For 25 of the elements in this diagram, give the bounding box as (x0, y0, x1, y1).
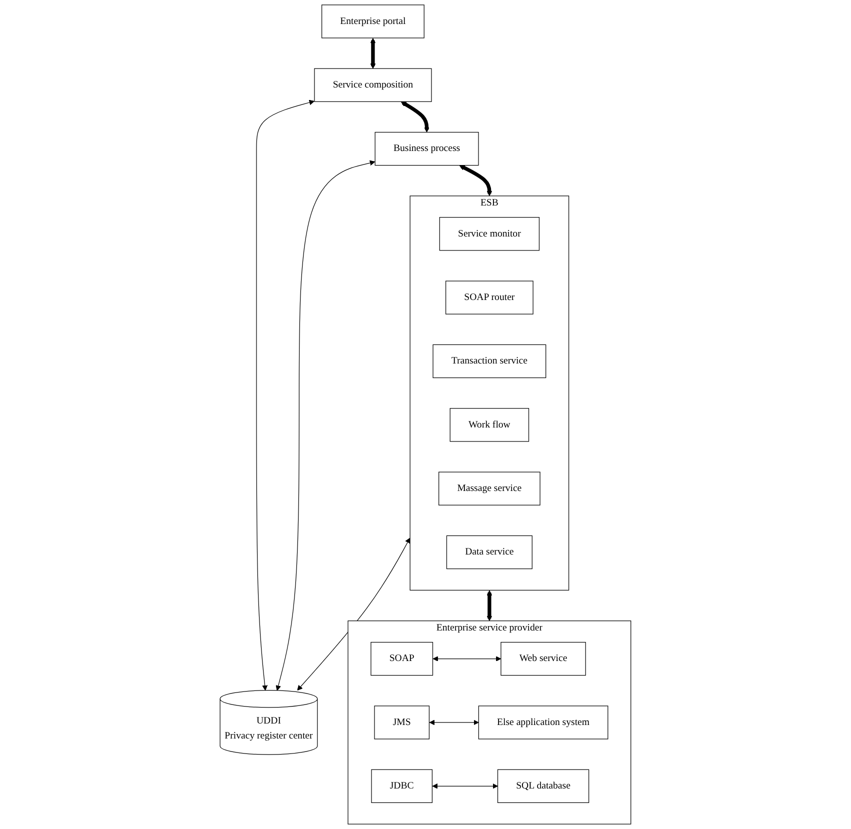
node-box: JDBC (371, 769, 433, 803)
arrow (459, 164, 492, 196)
node-box: Data service (446, 535, 532, 570)
node-box: Massage service (438, 472, 540, 506)
node-box: Transaction service (432, 344, 546, 378)
node-box: Else application system (478, 706, 608, 740)
node-box: Service monitor (439, 217, 540, 251)
node-box: SOAP (370, 642, 434, 676)
node-box: JMS (374, 706, 430, 740)
arrow (370, 38, 376, 69)
arrow (429, 720, 479, 726)
arrow (432, 783, 498, 789)
node-box: Business process (374, 132, 479, 166)
arrow (276, 160, 376, 691)
node-box: SQL database (497, 769, 590, 803)
arrow (486, 590, 492, 622)
node-box: Service composition (314, 68, 432, 102)
arrow (432, 656, 502, 662)
arrow (400, 101, 430, 132)
node-box: Work flow (450, 408, 530, 442)
node-box: Web service (500, 642, 586, 676)
arrow (256, 100, 314, 691)
node-box: SOAP router (446, 280, 534, 314)
arrow (297, 538, 410, 691)
node-box: Enterprise portal (322, 4, 424, 38)
